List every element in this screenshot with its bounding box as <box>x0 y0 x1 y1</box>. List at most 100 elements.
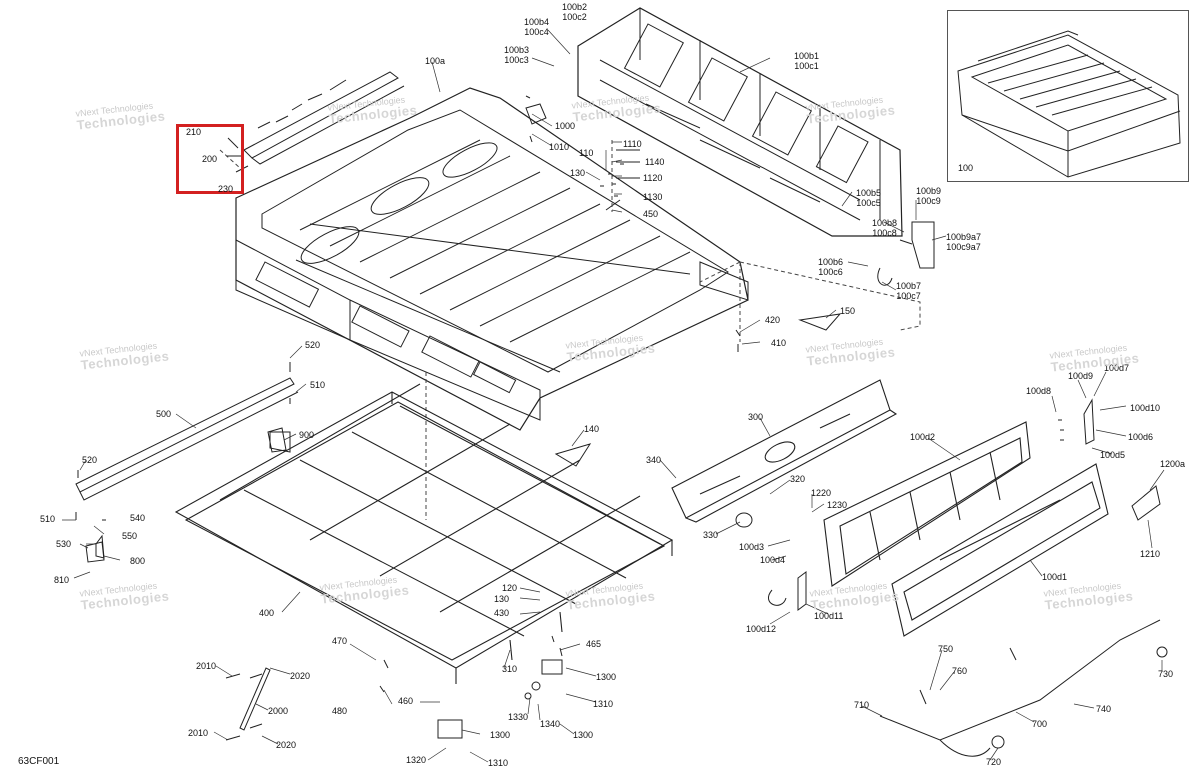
callout-550[interactable]: 550 <box>122 531 138 541</box>
callout-line: 100c8 <box>872 228 897 238</box>
callout-2010b[interactable]: 2010 <box>188 728 209 738</box>
callout-520a[interactable]: 520 <box>305 340 321 350</box>
highlight-box <box>176 124 244 194</box>
callout-700[interactable]: 700 <box>1032 719 1048 729</box>
callout-100a[interactable]: 100a <box>425 56 446 66</box>
callout-2010a[interactable]: 2010 <box>196 661 217 671</box>
callout-1340[interactable]: 1340 <box>540 719 561 729</box>
callout-1300b[interactable]: 1300 <box>490 730 511 740</box>
callout-100d6[interactable]: 100d6 <box>1128 432 1154 442</box>
callout-130b[interactable]: 130 <box>494 594 510 604</box>
callout-100b8[interactable]: 100b8 100c8 <box>872 218 897 238</box>
callout-1300a[interactable]: 1300 <box>596 672 617 682</box>
callout-460[interactable]: 460 <box>398 696 414 706</box>
callout-line: 100c9 <box>916 196 941 206</box>
callout-530[interactable]: 530 <box>56 539 72 549</box>
callout-710[interactable]: 710 <box>854 700 870 710</box>
callout-1110[interactable]: 1110 <box>623 139 642 149</box>
callout-210[interactable]: 210 <box>186 127 202 137</box>
callout-300[interactable]: 300 <box>748 412 764 422</box>
callout-1010[interactable]: 1010 <box>549 142 570 152</box>
callout-760[interactable]: 760 <box>952 666 968 676</box>
callout-100d8[interactable]: 100d8 <box>1026 386 1052 396</box>
callout-100b1[interactable]: 100b1 100c1 <box>794 51 819 71</box>
callout-2020a[interactable]: 2020 <box>290 671 311 681</box>
wedge-140 <box>554 443 592 467</box>
callout-100d2[interactable]: 100d2 <box>910 432 936 442</box>
callout-320[interactable]: 320 <box>790 474 806 484</box>
callout-100b2[interactable]: 100b2 100c2 <box>562 2 587 22</box>
callout-410[interactable]: 410 <box>771 338 787 348</box>
callout-100b6[interactable]: 100b6 100c6 <box>818 257 843 277</box>
callout-540[interactable]: 540 <box>130 513 146 523</box>
callout-310[interactable]: 310 <box>502 664 518 674</box>
latch-bracket-100b9 <box>877 221 935 286</box>
callout-1310b[interactable]: 1310 <box>488 758 509 768</box>
callout-430[interactable]: 430 <box>494 608 510 618</box>
callout-480[interactable]: 480 <box>332 706 348 716</box>
callout-2020b[interactable]: 2020 <box>276 740 297 750</box>
side-rail-500 <box>75 362 299 559</box>
callout-line: 100b4 <box>524 17 550 27</box>
callout-100d10[interactable]: 100d10 <box>1130 403 1161 413</box>
callout-330[interactable]: 330 <box>703 530 719 540</box>
callout-1300c[interactable]: 1300 <box>573 730 594 740</box>
callout-400[interactable]: 400 <box>259 608 275 618</box>
callout-730[interactable]: 730 <box>1158 669 1174 679</box>
callout-120[interactable]: 120 <box>502 583 518 593</box>
callout-140[interactable]: 140 <box>584 424 600 434</box>
callout-100d5[interactable]: 100d5 <box>1100 450 1126 460</box>
callout-520b[interactable]: 520 <box>82 455 98 465</box>
callout-1130[interactable]: 1130 <box>643 192 663 202</box>
callout-810[interactable]: 810 <box>54 575 70 585</box>
callout-1120[interactable]: 1120 <box>643 173 663 183</box>
callout-900[interactable]: 900 <box>299 430 315 440</box>
rear-bumper-340 <box>671 379 898 523</box>
callout-100d4[interactable]: 100d4 <box>760 555 786 565</box>
callout-100d7[interactable]: 100d7 <box>1104 363 1130 373</box>
callout-100d12[interactable]: 100d12 <box>746 624 777 634</box>
callout-1320[interactable]: 1320 <box>406 755 427 765</box>
callout-100b9a7[interactable]: 100b9a7 100c9a7 <box>946 232 981 252</box>
inset-box-illustration <box>957 30 1181 178</box>
callout-510b[interactable]: 510 <box>40 514 56 524</box>
callout-100d3[interactable]: 100d3 <box>739 542 765 552</box>
callout-450[interactable]: 450 <box>643 209 659 219</box>
callout-740[interactable]: 740 <box>1096 704 1112 714</box>
callout-465[interactable]: 465 <box>586 639 602 649</box>
front-wall-panel-illustration <box>577 7 903 237</box>
callout-100b7[interactable]: 100b7 100c7 <box>896 281 921 301</box>
callout-100b9[interactable]: 100b9 100c9 <box>916 186 941 206</box>
callout-1220[interactable]: 1220 <box>811 488 832 498</box>
callout-500[interactable]: 500 <box>156 409 172 419</box>
callout-1310a[interactable]: 1310 <box>593 699 614 709</box>
callout-1330[interactable]: 1330 <box>508 712 529 722</box>
callout-230[interactable]: 230 <box>218 184 234 194</box>
callout-100d11[interactable]: 100d11 <box>814 611 844 621</box>
callout-100d9[interactable]: 100d9 <box>1068 371 1094 381</box>
callout-750[interactable]: 750 <box>938 644 954 654</box>
callout-340[interactable]: 340 <box>646 455 662 465</box>
callout-1140[interactable]: 1140 <box>645 157 665 167</box>
callout-1200a[interactable]: 1200a <box>1160 459 1186 469</box>
callout-200[interactable]: 200 <box>202 154 218 164</box>
callout-130a[interactable]: 130 <box>570 168 586 178</box>
callout-line: 100c3 <box>504 55 529 65</box>
callout-100b5[interactable]: 100b5 100c5 <box>856 188 881 208</box>
callout-100b3[interactable]: 100b3 100c3 <box>504 45 529 65</box>
callout-470[interactable]: 470 <box>332 636 348 646</box>
callout-100d1[interactable]: 100d1 <box>1042 572 1068 582</box>
callout-1000[interactable]: 1000 <box>555 121 576 131</box>
callout-800[interactable]: 800 <box>130 556 146 566</box>
callout-1210[interactable]: 1210 <box>1140 549 1161 559</box>
callout-1230[interactable]: 1230 <box>827 500 848 510</box>
callout-510a[interactable]: 510 <box>310 380 326 390</box>
callout-720[interactable]: 720 <box>986 757 1002 767</box>
callout-420[interactable]: 420 <box>765 315 781 325</box>
callout-100b4[interactable]: 100b4 100c4 <box>524 17 549 37</box>
callout-150[interactable]: 150 <box>840 306 856 316</box>
diagram-code: 63CF001 <box>18 756 60 767</box>
callout-110[interactable]: 110 <box>579 148 594 158</box>
callout-2000[interactable]: 2000 <box>268 706 289 716</box>
